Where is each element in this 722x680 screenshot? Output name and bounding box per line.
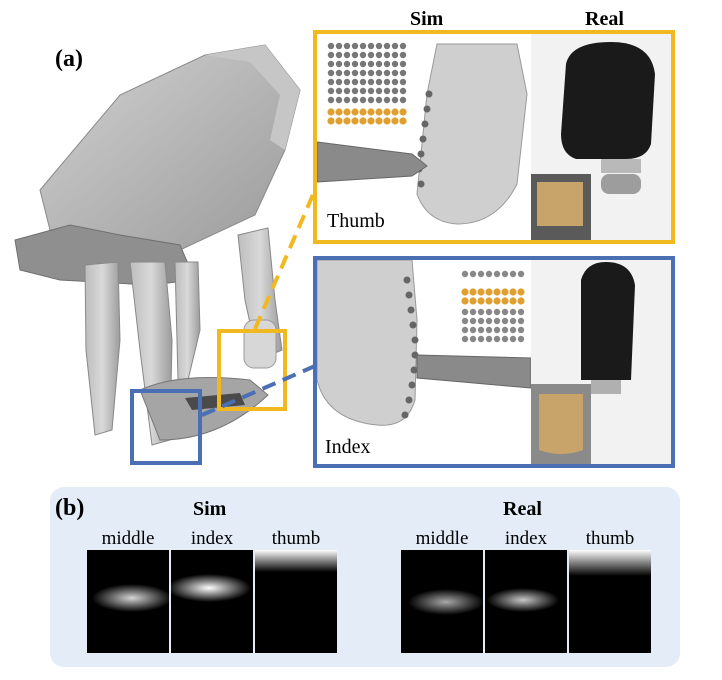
thumb-region-box bbox=[217, 329, 287, 411]
real-column-title: Real bbox=[585, 8, 624, 30]
index-detail-panel: Index bbox=[313, 256, 675, 468]
thumb-real-photo bbox=[531, 34, 671, 240]
real-tactile-map-thumb bbox=[569, 550, 651, 653]
panel-a-label: (a) bbox=[55, 46, 83, 72]
panel-b-label: (b) bbox=[55, 495, 85, 521]
sim-tactile-map-middle bbox=[87, 550, 169, 653]
real-map-label-middle: middle bbox=[415, 528, 469, 549]
sim-column-title: Sim bbox=[410, 8, 444, 30]
index-sim-render bbox=[317, 260, 531, 426]
thumb-sim-render bbox=[317, 42, 528, 225]
sim-tactile-map-thumb bbox=[255, 550, 337, 653]
index-region-box bbox=[130, 389, 202, 465]
real-map-label-index: index bbox=[504, 528, 548, 549]
panel-b-real-title: Real bbox=[503, 498, 542, 520]
index-real-photo bbox=[531, 260, 671, 464]
thumb-detail-panel: Thumb bbox=[313, 30, 675, 244]
thumb-caption: Thumb bbox=[327, 210, 385, 232]
real-tactile-map-middle bbox=[401, 550, 483, 653]
sim-map-label-thumb: thumb bbox=[271, 528, 321, 549]
sim-map-label-index: index bbox=[190, 528, 234, 549]
index-caption: Index bbox=[325, 436, 371, 458]
sim-tactile-map-index bbox=[171, 550, 253, 653]
sim-map-label-middle: middle bbox=[101, 528, 155, 549]
panel-b-sim-title: Sim bbox=[193, 498, 227, 520]
real-tactile-map-index bbox=[485, 550, 567, 653]
callout-connectors bbox=[201, 189, 317, 417]
real-map-label-thumb: thumb bbox=[585, 528, 635, 549]
